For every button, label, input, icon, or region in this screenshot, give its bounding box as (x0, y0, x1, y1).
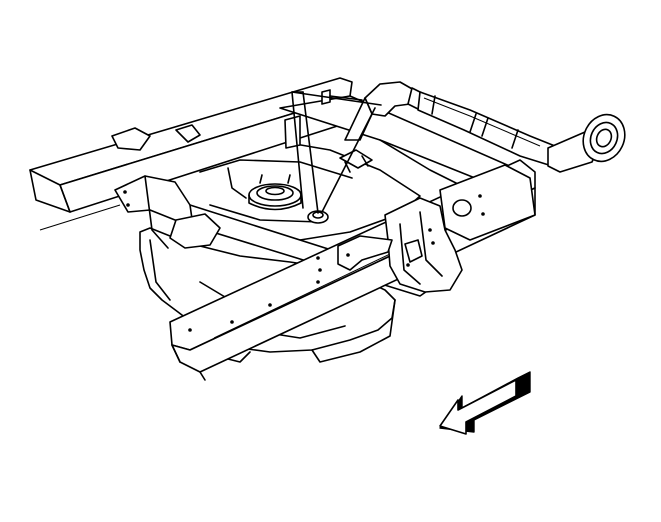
frame-bracket-left (111, 124, 221, 249)
direction-arrow (439, 371, 531, 435)
fuel-filler-pipe (321, 81, 561, 167)
frame-clip (337, 235, 393, 271)
frame-rear-section (439, 164, 536, 241)
frame-bracket (384, 197, 463, 293)
leader-lines (291, 91, 382, 214)
fuel-filler-neck (547, 113, 626, 173)
fuel-sender-assembly (248, 174, 302, 211)
